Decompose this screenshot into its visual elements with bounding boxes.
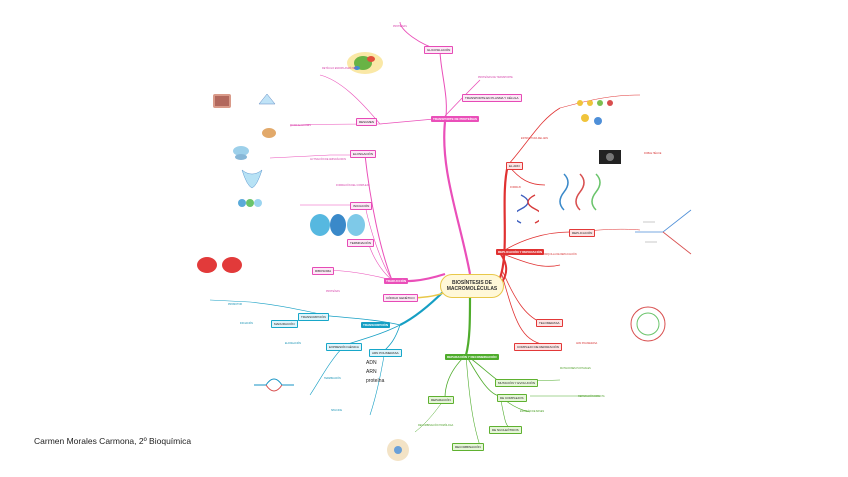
note-reticulo: RETÍCULO ENDOPLASMÁTICO bbox=[322, 67, 358, 70]
ribosome-subunits-illustration bbox=[197, 257, 242, 273]
note-proteinas: PROTEÍNAS bbox=[393, 25, 407, 28]
note-terminacion-tx: TERMINACIÓN bbox=[324, 377, 341, 380]
transcription-bubble-illustration bbox=[254, 378, 294, 392]
node-expresion-genica[interactable]: EXPRESIÓN GÉNICA bbox=[326, 343, 362, 351]
node-maduracion[interactable]: MADURACIÓN bbox=[271, 320, 298, 328]
note-escision: ESCISIÓN DE BASES bbox=[520, 410, 545, 413]
node-iniciacion[interactable]: INICIACIÓN bbox=[350, 202, 373, 210]
dna-bases-illustration bbox=[577, 100, 613, 125]
node-glicosilacion[interactable]: GLICOSILACIÓN bbox=[424, 46, 454, 54]
node-recombinacion[interactable]: RECOMBINACIÓN bbox=[452, 443, 484, 451]
ribosome-illustration bbox=[233, 146, 249, 160]
aminoacyl-illustration bbox=[238, 199, 262, 207]
note-polimerasa: ADN POLIMERASA bbox=[576, 342, 598, 345]
dna-helix-forms-illustration bbox=[559, 173, 601, 211]
node-ribosoma[interactable]: RIBOSOMA bbox=[312, 267, 335, 275]
node-transcripcion[interactable]: TRANSCRIPCIÓN bbox=[361, 322, 391, 328]
node-elongacion[interactable]: ELONGACIÓN bbox=[350, 150, 377, 158]
cell-section-illustration bbox=[213, 94, 231, 108]
note-mutaciones: MUTACIONES PUNTUALES bbox=[560, 367, 591, 370]
note-recombinacion-homologa: RECOMBINACIÓN HOMÓLOGA bbox=[418, 424, 454, 427]
author-credit: Carmen Morales Carmona, 2º Bioquímica bbox=[34, 436, 192, 446]
central-topic-line2: MACROMOLÉCULAS bbox=[446, 286, 498, 292]
cell-cycle-illustration bbox=[630, 306, 666, 342]
central-topic-line1: BIOSÍNTESIS DE bbox=[451, 280, 492, 286]
node-arn-polimerasa[interactable]: ARN POLIMERASA bbox=[369, 349, 402, 357]
recombination-illustration bbox=[387, 439, 409, 461]
note-iniciacion-tx: INICIACIÓN bbox=[240, 322, 254, 325]
note-promotor: PROMOTOR bbox=[228, 303, 243, 306]
central-topic[interactable]: BIOSÍNTESIS DE MACROMOLÉCULAS bbox=[440, 274, 504, 298]
dogma-dna: ADN bbox=[366, 360, 377, 366]
node-traduccion[interactable]: TRADUCCIÓN bbox=[384, 278, 409, 284]
node-telomerasa[interactable]: TELOMERASA bbox=[536, 319, 563, 327]
node-replicacion-sub[interactable]: REPLICACIÓN bbox=[569, 229, 596, 237]
note-horquilla: HORQUILLA DE REPLICACIÓN bbox=[542, 253, 577, 256]
note-proteinas-transporte: PROTEÍNAS DE TRANSPORTE bbox=[478, 76, 513, 79]
note-activacion: ACTIVACIÓN DE AMINOÁCIDOS bbox=[310, 158, 346, 161]
replication-fork-illustration bbox=[635, 209, 692, 255]
node-replicacion[interactable]: REPLICACIÓN Y REPARACIÓN bbox=[496, 249, 545, 255]
dogma-protein: proteína bbox=[366, 378, 385, 384]
node-terminacion[interactable]: TERMINACIÓN bbox=[347, 239, 374, 247]
node-transcripcion-sub[interactable]: TRANSCRIPCIÓN bbox=[298, 313, 329, 321]
receptor-illustration bbox=[258, 93, 276, 105]
note-splicing: SPLICING bbox=[331, 409, 343, 412]
node-de-complejos[interactable]: DE COMPLEJOS bbox=[497, 394, 527, 402]
node-de-nucleotidos[interactable]: DE NUCLEÓTIDOS bbox=[489, 426, 522, 434]
ribosome-structure-illustration bbox=[310, 214, 365, 236]
node-codigo-genetico[interactable]: CÓDIGO GENÉTICO bbox=[383, 294, 418, 302]
note-formacion: FORMACIÓN DEL COMPLEJO bbox=[336, 184, 370, 187]
golgi-illustration bbox=[347, 52, 383, 74]
double-helix-illustration bbox=[517, 194, 539, 224]
note-reparacion-directa: REPARACIÓN DIRECTA bbox=[578, 395, 605, 398]
node-mutacion[interactable]: MUTACIÓN Y EVOLUCIÓN bbox=[495, 379, 539, 387]
node-reparacion-sub[interactable]: REPARACIÓN bbox=[428, 396, 454, 404]
note-modificaciones: MODIFICACIONES bbox=[290, 124, 311, 127]
node-transporte-proteinas[interactable]: TRANSPORTE DE PROTEÍNAS bbox=[431, 116, 480, 122]
note-estructura-adn: ESTRUCTURA DEL ADN bbox=[521, 137, 549, 140]
node-el-adn[interactable]: EL ADN bbox=[506, 162, 523, 170]
node-transporte-plasma[interactable]: TRANSPORTE EN PLASMA Y CÉLULA bbox=[462, 94, 522, 102]
note-proteinas-traduccion: PROTEÍNAS bbox=[326, 290, 340, 293]
vesicle-illustration bbox=[262, 128, 276, 138]
xray-diffraction-illustration bbox=[599, 150, 621, 164]
node-complejo-reparacion[interactable]: COMPLEJO DE REPARACIÓN bbox=[514, 343, 562, 351]
dogma-rna: ARN bbox=[366, 369, 377, 375]
note-elongacion-tx: ELONGACIÓN bbox=[285, 342, 301, 345]
node-resumen[interactable]: RESUMEN bbox=[356, 118, 378, 126]
note-forma-b: FORMA B bbox=[510, 186, 521, 189]
trna-illustration bbox=[241, 169, 263, 189]
note-doble-helice: DOBLE HÉLICE bbox=[644, 152, 662, 155]
node-reparacion[interactable]: REPARACIÓN Y RECOMBINACIÓN bbox=[445, 354, 499, 360]
